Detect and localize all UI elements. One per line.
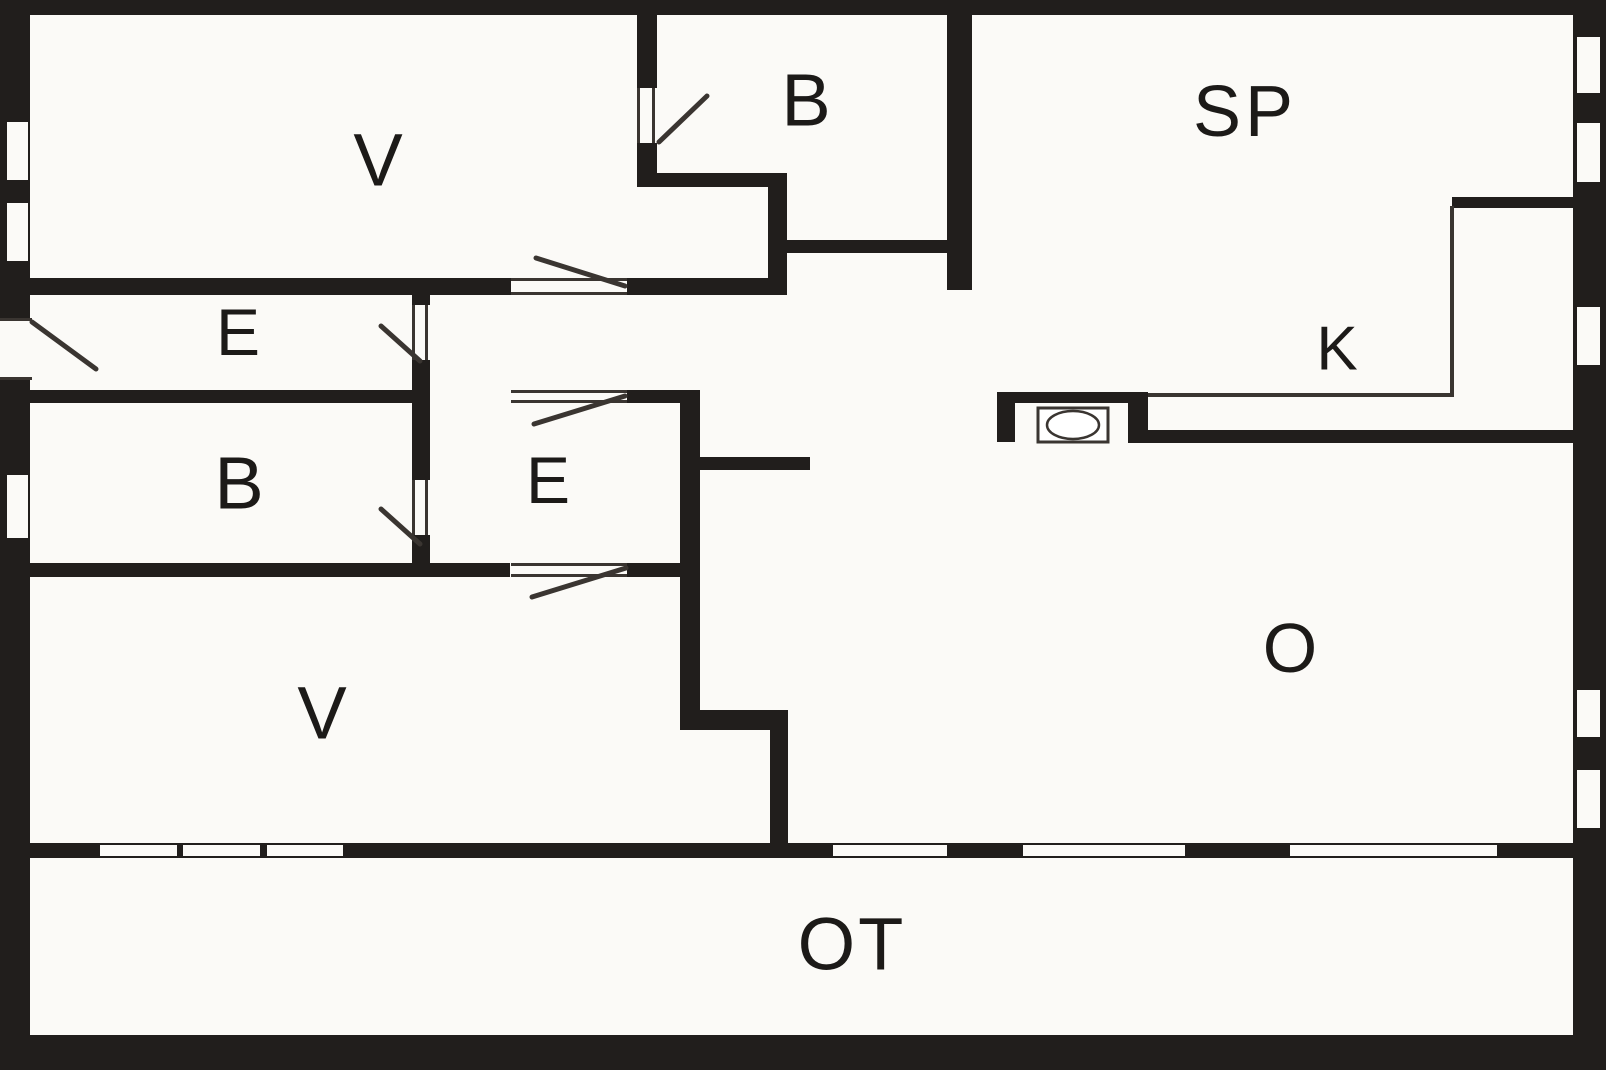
window-opening [1577, 123, 1600, 182]
stove-burner-icon [1045, 409, 1101, 441]
window-opening [7, 203, 28, 261]
wall-segment [700, 457, 810, 470]
window-opening [7, 475, 28, 538]
wall-segment [947, 15, 972, 290]
wall-segment [30, 563, 510, 577]
wall-segment [0, 0, 1606, 15]
window-opening [511, 563, 627, 577]
window-opening [1577, 770, 1600, 828]
room-label-v-top: V [353, 119, 403, 202]
door-swing-line [656, 93, 710, 145]
wall-segment [1573, 15, 1606, 1035]
door-swing-line [531, 393, 628, 427]
window-opening [7, 122, 28, 180]
wall-segment [1128, 430, 1573, 443]
door-leaf-line [1450, 206, 1454, 397]
wall-segment [30, 278, 787, 295]
door-swing-line [378, 323, 423, 364]
wall-segment [0, 1035, 1606, 1070]
door-swings-layer [29, 93, 710, 600]
door-leaf-line [1148, 393, 1454, 397]
room-label-o: O [1263, 609, 1317, 687]
window-opening [1577, 37, 1600, 93]
door-swing-line [29, 319, 99, 372]
wall-segment [997, 392, 1015, 442]
window-opening [0, 318, 34, 380]
wall-segment [1452, 197, 1573, 208]
room-label-b-left: B [214, 442, 263, 525]
room-label-e-center: E [526, 443, 570, 517]
wall-segment [637, 173, 787, 187]
appliance-group [1036, 406, 1110, 444]
room-label-ot: OT [798, 903, 907, 986]
door-leaf-line [511, 390, 627, 393]
room-label-v-bottom: V [297, 672, 347, 755]
door-leaf-line [652, 88, 655, 143]
room-label-k: K [1316, 315, 1357, 384]
window-opening [100, 845, 177, 856]
wall-segment [680, 390, 700, 723]
window-opening [1290, 845, 1497, 856]
door-leaf-line [511, 574, 627, 577]
window-opening [1023, 845, 1185, 856]
stove-icon [1036, 406, 1110, 444]
wall-segment [680, 710, 788, 730]
door-leaf-line [425, 305, 428, 360]
wall-segment [768, 187, 787, 295]
wall-segment [787, 240, 952, 253]
door-leaf-line [0, 318, 32, 321]
door-leaf-line [412, 305, 415, 360]
room-label-b-top: B [781, 59, 830, 142]
door-swing-line [533, 255, 628, 289]
door-leaf-line [511, 278, 627, 281]
thin-lines-layer [0, 88, 1454, 577]
wall-segment [997, 392, 1148, 403]
door-leaf-line [425, 480, 428, 535]
window-opening [267, 845, 343, 856]
room-label-sp: SP [1193, 72, 1297, 152]
door-leaf-line [511, 292, 627, 295]
door-leaf-line [511, 400, 627, 403]
room-label-e-left: E [216, 295, 260, 369]
door-leaf-line [511, 563, 627, 566]
door-leaf-line [0, 377, 32, 380]
wall-segment [770, 730, 788, 843]
wall-segment [627, 390, 697, 403]
window-opening [1577, 690, 1600, 737]
door-swing-line [378, 506, 423, 547]
door-leaf-line [412, 480, 415, 535]
window-opening [833, 845, 947, 856]
wall-segment [30, 843, 1575, 858]
door-leaf-line [637, 88, 640, 143]
window-opening [1577, 307, 1600, 365]
window-opening [511, 278, 627, 295]
window-opening [511, 390, 627, 403]
wall-segment [30, 390, 430, 403]
window-opening [183, 845, 260, 856]
door-swing-line [529, 565, 629, 600]
wall-segment [627, 563, 697, 577]
